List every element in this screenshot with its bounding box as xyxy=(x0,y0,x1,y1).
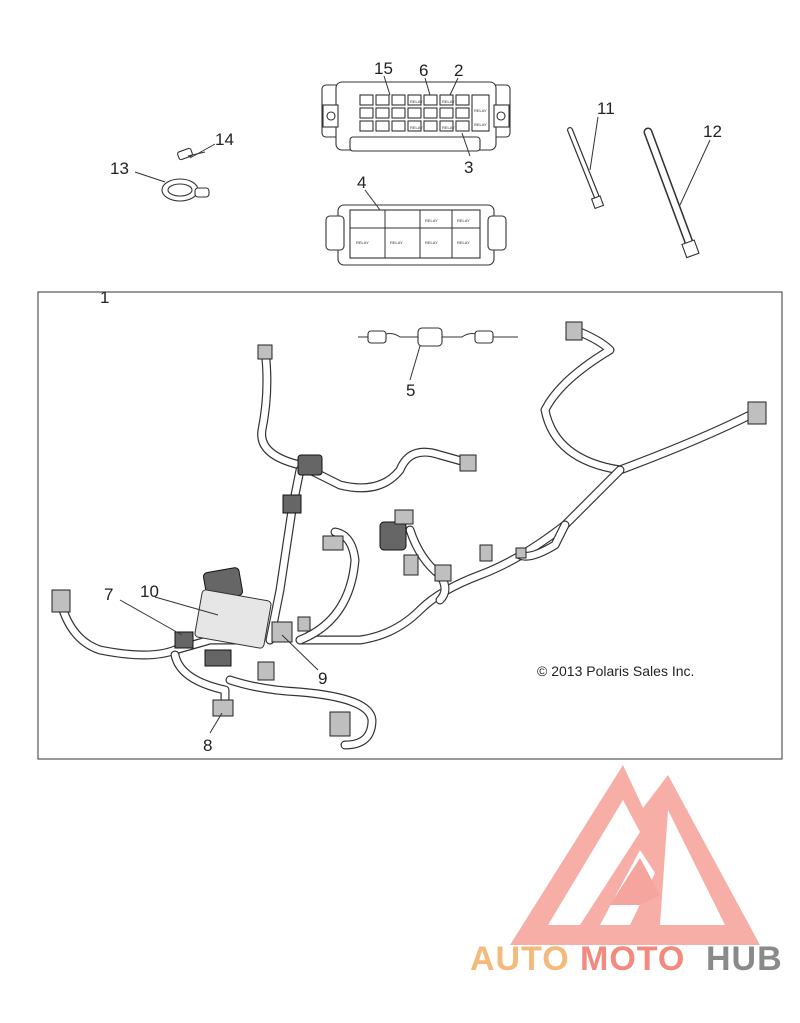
harness-clamp xyxy=(161,178,210,202)
fuse-slots xyxy=(359,94,490,132)
fuse-box-cover: RELAY RELAY RELAY RELAY RELAY RELAY xyxy=(325,204,507,266)
callout-8: 8 xyxy=(203,736,212,755)
cover-label-1: RELAY xyxy=(390,240,403,245)
cable-tie-large xyxy=(643,127,700,259)
callout-5: 5 xyxy=(406,381,415,400)
cover-label-2: RELAY xyxy=(425,240,438,245)
relay-label-4: RELAY xyxy=(410,125,423,130)
watermark-text-moto: MOTO xyxy=(580,940,685,978)
callout-14: 14 xyxy=(215,130,234,149)
callout-2: 2 xyxy=(454,61,463,80)
relay-label-1: RELAY xyxy=(410,99,423,104)
watermark-text-hub: HUB xyxy=(706,940,783,978)
relay-label-6: RELAY xyxy=(474,122,487,127)
cover-label-3: RELAY xyxy=(457,240,470,245)
clamp-bolt xyxy=(177,147,206,161)
watermark-text-auto: AUTO xyxy=(470,940,570,978)
callout-1: 1 xyxy=(100,288,109,307)
callout-10: 10 xyxy=(140,582,159,601)
relay-fuse-box: RELAY RELAY RELAY RELAY RELAY RELAY xyxy=(321,81,511,152)
automotohub-logo xyxy=(510,765,760,945)
callout-11: 11 xyxy=(597,99,615,118)
harness-connectors xyxy=(51,321,767,737)
cover-label-5: RELAY xyxy=(457,218,470,223)
relay-label-3: RELAY xyxy=(474,108,487,113)
callout-12: 12 xyxy=(703,122,722,141)
relay-label-5: RELAY xyxy=(442,125,455,130)
callout-4: 4 xyxy=(357,173,366,192)
copyright-notice: © 2013 Polaris Sales Inc. xyxy=(537,663,694,679)
cover-label-4: RELAY xyxy=(356,240,369,245)
harness-wires xyxy=(55,325,755,750)
cable-tie-small xyxy=(567,127,605,210)
relay-label-2: RELAY xyxy=(442,99,455,104)
callout-15: 15 xyxy=(374,59,393,78)
callout-13: 13 xyxy=(110,159,129,178)
harness-assembly-frame xyxy=(37,291,783,760)
callout-9: 9 xyxy=(318,669,327,688)
inline-fuse-holder xyxy=(358,327,518,347)
callout-7: 7 xyxy=(104,585,113,604)
leader-lines xyxy=(119,75,711,734)
callout-3: 3 xyxy=(464,158,473,177)
cover-label-6: RELAY xyxy=(425,218,438,223)
callout-6: 6 xyxy=(419,61,428,80)
